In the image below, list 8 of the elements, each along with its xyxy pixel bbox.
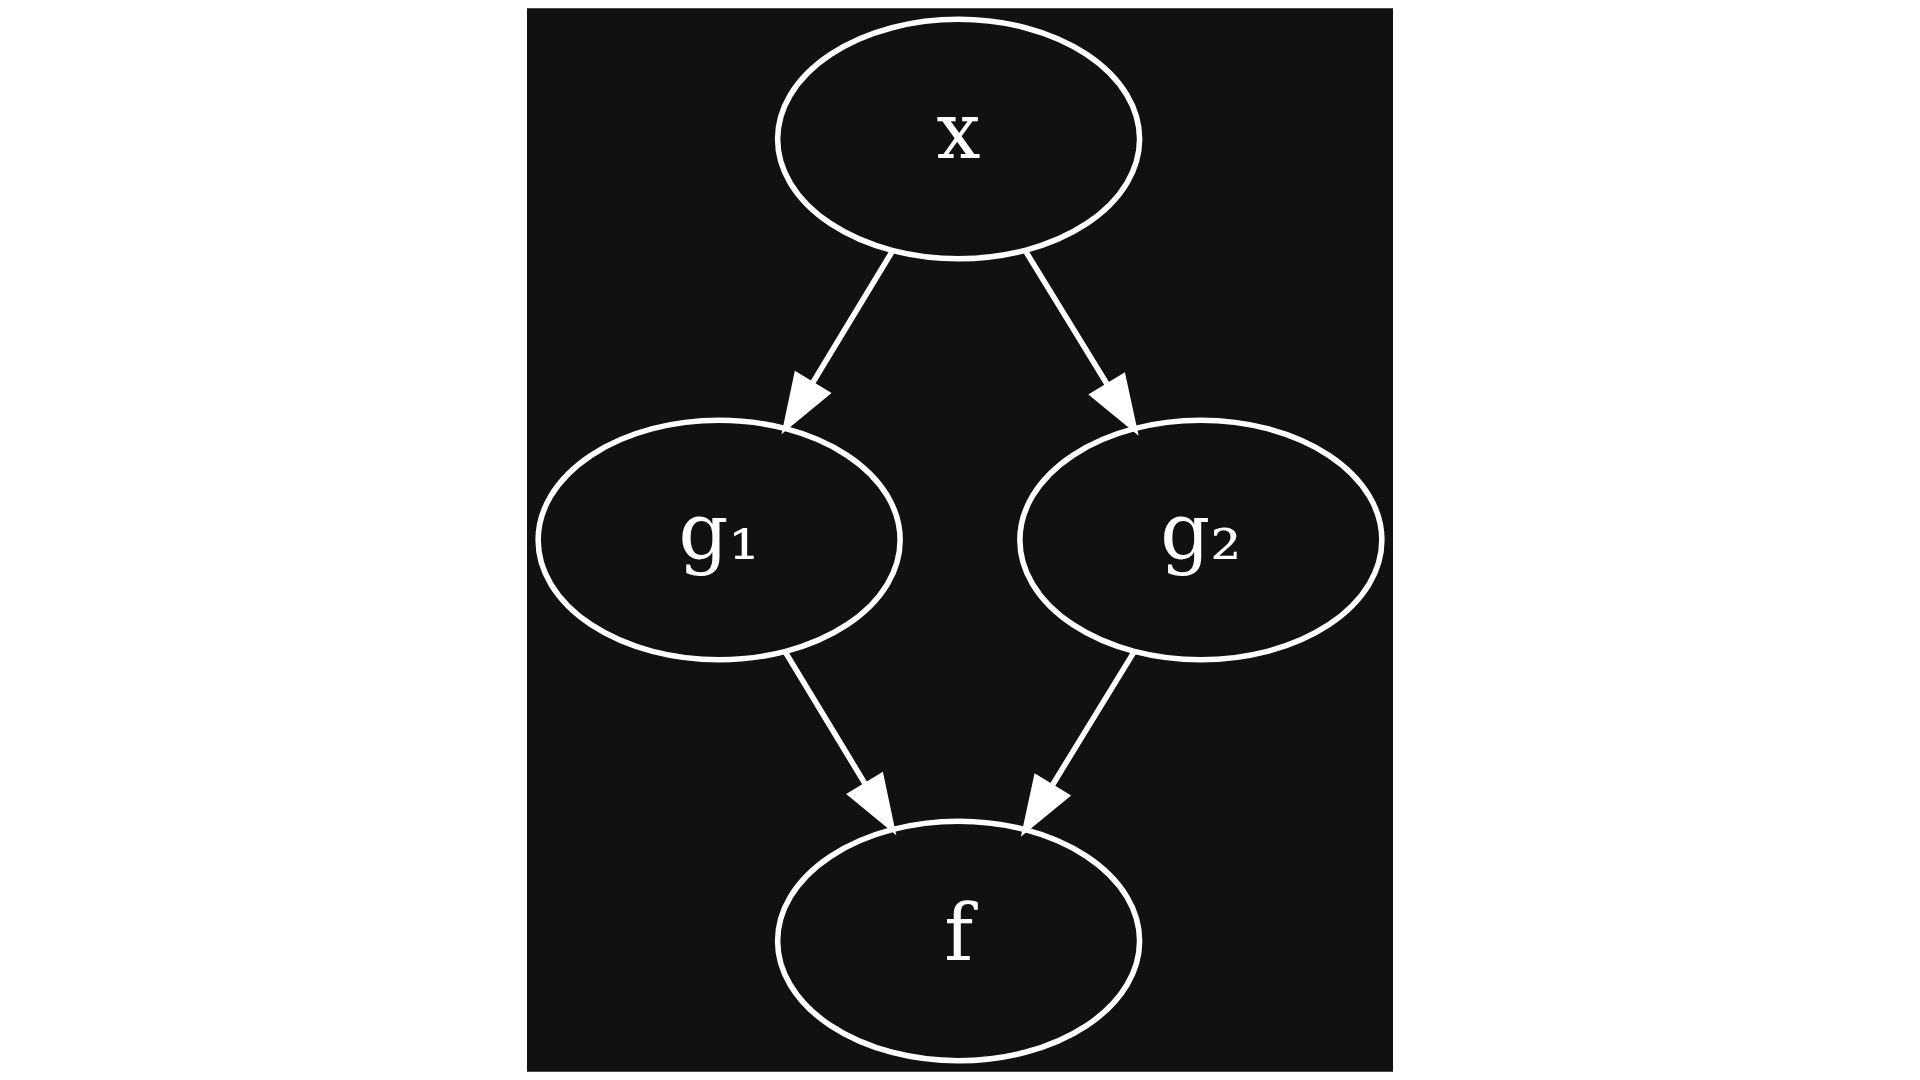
node-ellipse: g₂ bbox=[1017, 417, 1385, 663]
arrow bbox=[1023, 249, 1139, 436]
node-ellipse: g₁ bbox=[535, 417, 903, 663]
node-ellipse: f bbox=[774, 818, 1143, 1064]
arrow bbox=[1020, 650, 1137, 837]
node-ellipse: x bbox=[774, 16, 1143, 262]
arrow bbox=[781, 249, 895, 435]
arrow bbox=[782, 650, 897, 836]
